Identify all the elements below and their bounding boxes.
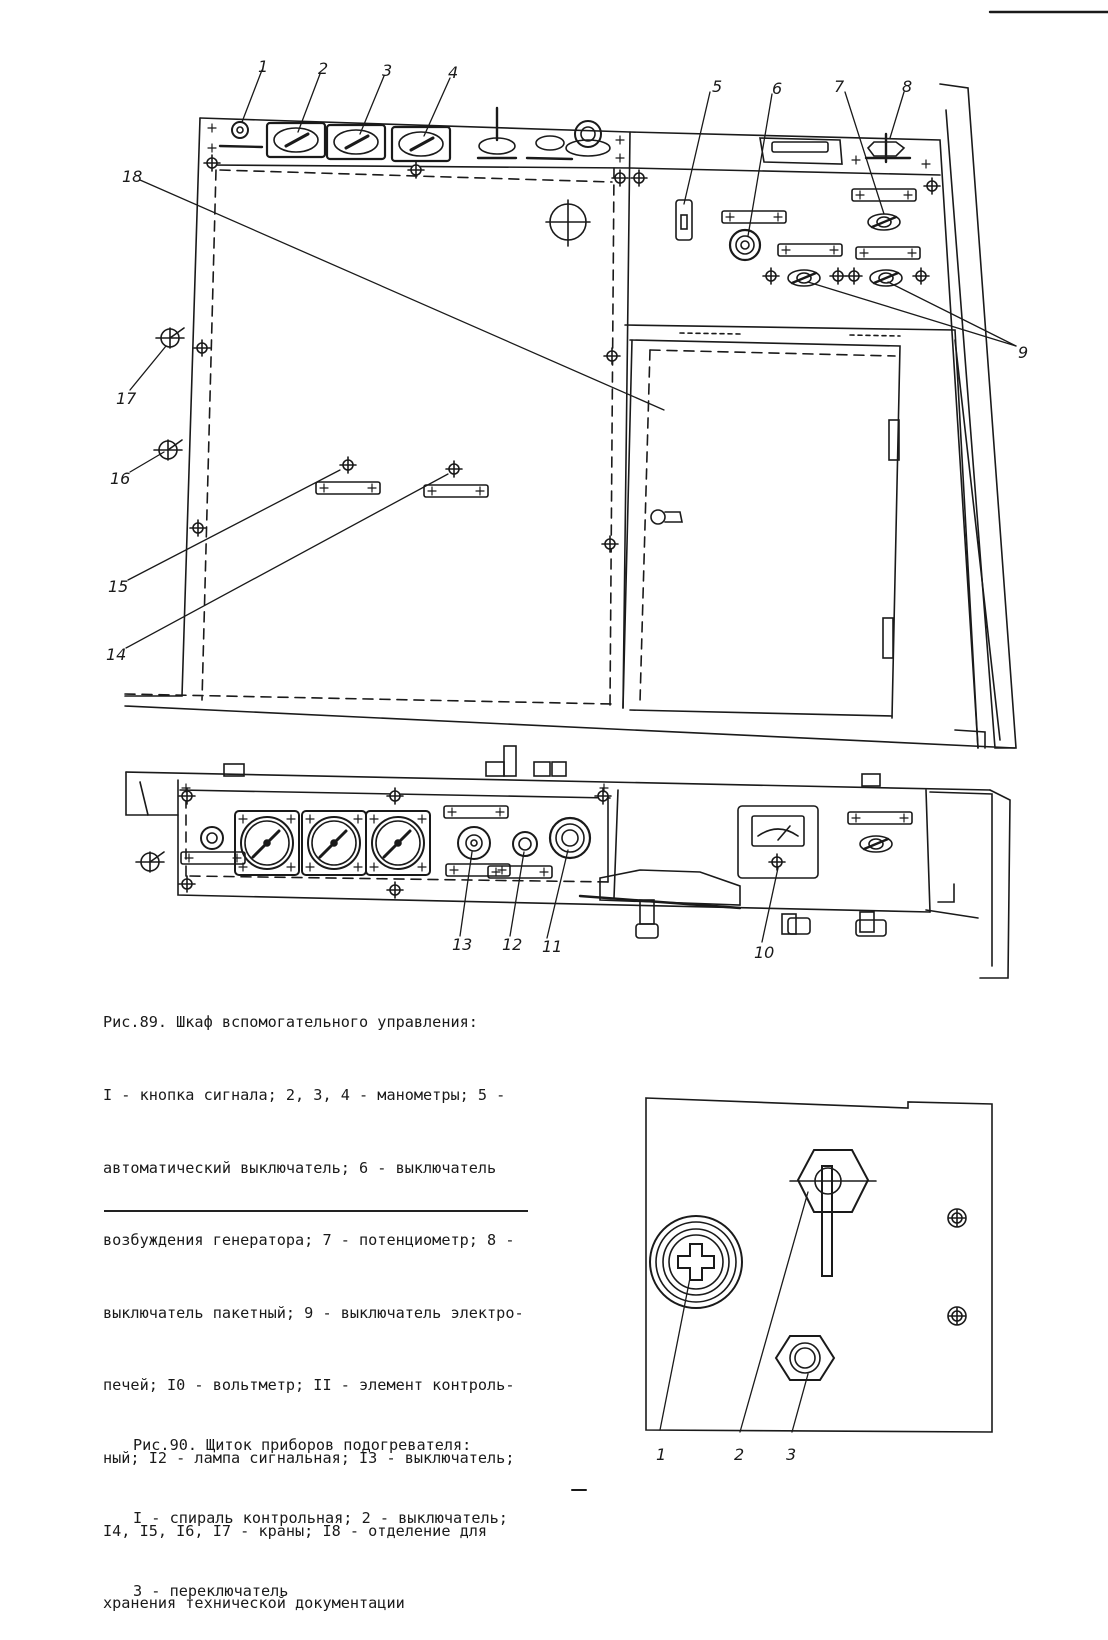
- caption-line: Рис.90. Щиток приборов подогревателя:: [133, 1436, 472, 1455]
- callout-14: 14: [106, 645, 126, 664]
- callout-11: 11: [542, 937, 562, 956]
- caption-line: ный; I2 - лампа сигнальная; I3 - выключа…: [103, 1449, 515, 1468]
- leader-lines-fig89: [125, 69, 1017, 943]
- callout-10: 10: [754, 943, 774, 962]
- callout-15: 15: [108, 577, 128, 596]
- callout-2: 2: [318, 59, 328, 78]
- callout-18: 18: [122, 167, 142, 186]
- caption-line: выключатель пакетный; 9 - выключатель эл…: [103, 1303, 524, 1322]
- callout-8: 8: [902, 77, 912, 96]
- caption-line: 3 - переключатель: [133, 1581, 289, 1600]
- callout-labels: 1 2 3 4 5 6 7 8 9 10 11 12 13 14 15 16 1…: [106, 57, 1028, 1464]
- caption-line: автоматический выключатель; 6 - выключат…: [103, 1158, 497, 1177]
- callout-4: 4: [448, 63, 458, 82]
- caption-line: I4, I5, I6, I7 - краны; I8 - отделение д…: [103, 1521, 488, 1540]
- callout-fig90-2: 2: [734, 1445, 744, 1464]
- figure-90-caption: Рис.90. Щиток приборов подогревателя: I …: [133, 1385, 508, 1627]
- callout-1: 1: [258, 57, 268, 76]
- callout-9: 9: [1018, 343, 1028, 362]
- caption-divider: [104, 1210, 528, 1212]
- callout-17: 17: [116, 389, 137, 408]
- technical-drawing: 1 2 3 4 5 6 7 8 9 10 11 12 13 14 15 16 1…: [106, 10, 1108, 1491]
- caption-line: I - спираль контрольная; 2 - выключатель…: [133, 1509, 508, 1528]
- heater-panel: [645, 1097, 993, 1433]
- callout-6: 6: [772, 79, 782, 98]
- callout-fig90-1: 1: [656, 1445, 666, 1464]
- callout-5: 5: [712, 77, 722, 96]
- callout-13: 13: [452, 935, 472, 954]
- callout-fig90-3: 3: [786, 1445, 796, 1464]
- figure-89-caption: Рис.89. Шкаф вспомогательного управления…: [103, 962, 524, 1640]
- caption-line: возбуждения генератора; 7 - потенциометр…: [103, 1231, 515, 1250]
- callout-7: 7: [834, 77, 845, 96]
- callout-16: 16: [110, 469, 130, 488]
- leader-lines-fig90: [659, 1191, 809, 1433]
- caption-line: I - кнопка сигнала; 2, 3, 4 - манометры;…: [103, 1086, 506, 1105]
- caption-line: печей; I0 - вольтметр; II - элемент конт…: [103, 1376, 515, 1395]
- callout-12: 12: [502, 935, 522, 954]
- cabinet-plan-view: [125, 745, 1011, 979]
- callout-3: 3: [382, 61, 392, 80]
- cabinet-front-view: [124, 83, 1017, 749]
- caption-line: Рис.89. Шкаф вспомогательного управления…: [103, 1013, 478, 1032]
